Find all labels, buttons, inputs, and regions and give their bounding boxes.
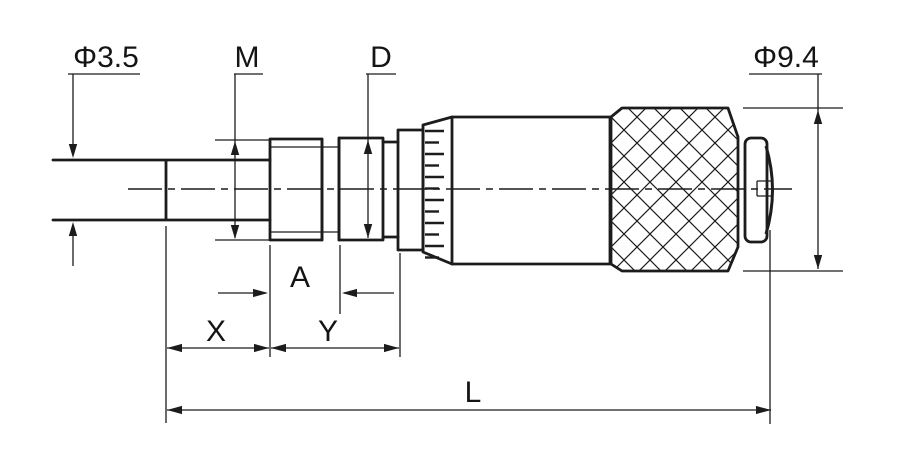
- end-cap: [743, 136, 769, 244]
- dim-thimble-diameter: Φ9.4: [743, 41, 843, 272]
- dim-x: X: [167, 315, 269, 353]
- label-stem-diameter: D: [370, 41, 392, 74]
- sleeve-cone: [421, 115, 454, 266]
- spindle: [51, 158, 272, 222]
- label-thimble-diameter: Φ9.4: [753, 41, 819, 74]
- label-dim-y: Y: [318, 315, 338, 348]
- dim-a: A: [218, 261, 394, 298]
- collar: [396, 128, 425, 252]
- barrel: [450, 115, 612, 266]
- nut-chamfer-lines: [270, 146, 339, 233]
- label-dim-x: X: [206, 315, 226, 348]
- label-mounting-thread: M: [235, 41, 260, 74]
- label-spindle-diameter: Φ3.5: [73, 41, 139, 74]
- end-cap-arc: [764, 145, 774, 235]
- graduation-ticks: [425, 129, 444, 259]
- dim-y: Y: [271, 315, 399, 353]
- label-dim-a: A: [290, 261, 310, 294]
- extension-lines: [165, 226, 771, 424]
- dim-stem-diameter: D: [363, 41, 396, 238]
- dim-mounting-thread: M: [215, 41, 270, 241]
- dim-l: L: [167, 376, 771, 415]
- dim-spindle-diameter: Φ3.5: [68, 41, 140, 266]
- neck-ring: [381, 140, 400, 239]
- label-dim-l: L: [465, 376, 482, 409]
